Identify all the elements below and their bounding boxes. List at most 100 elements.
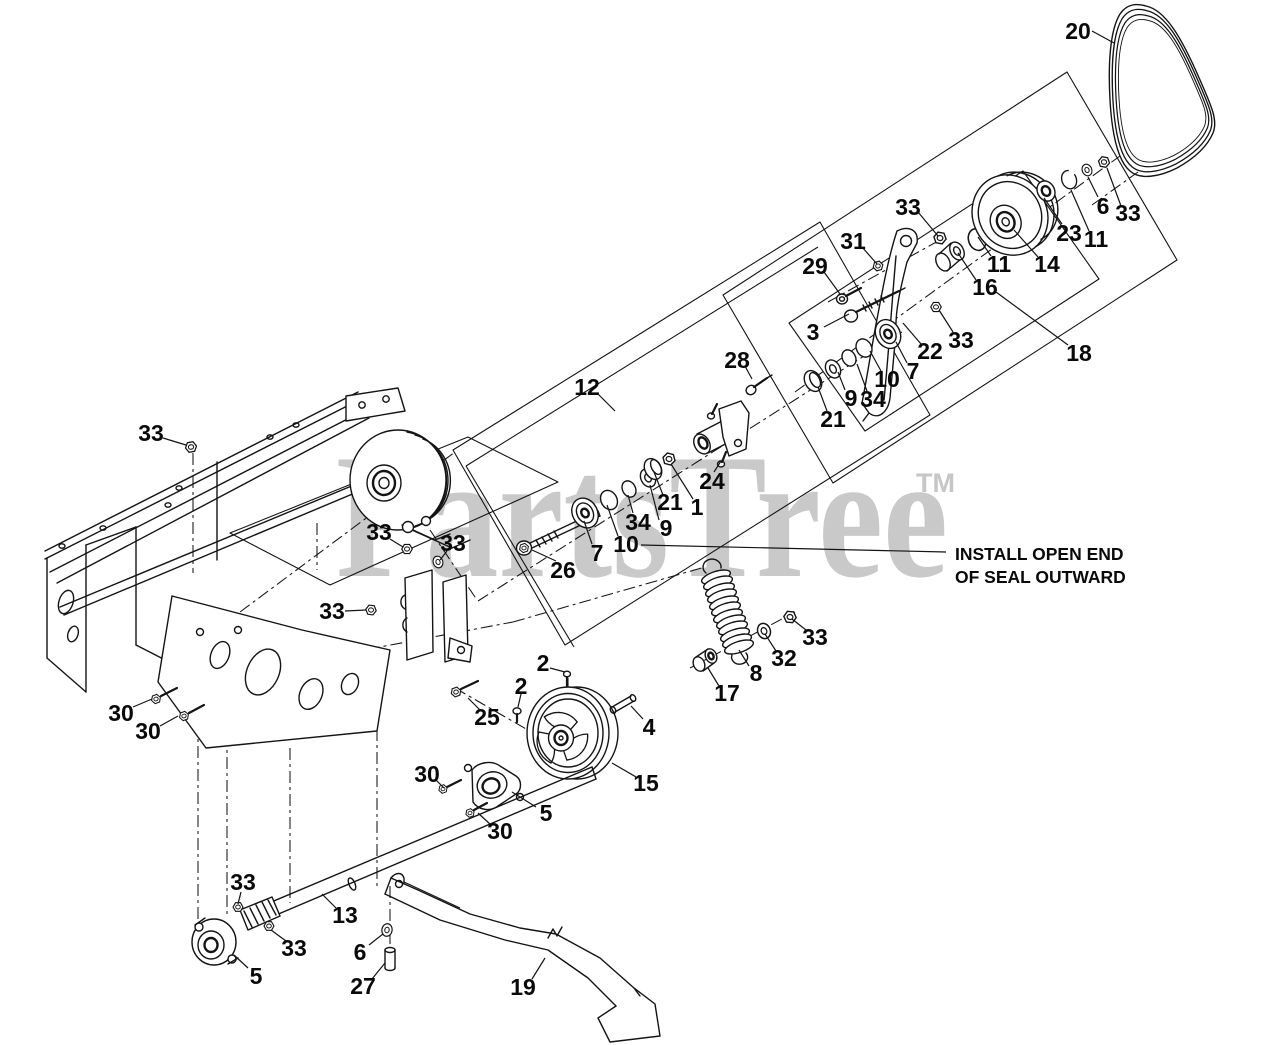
- leader-line-33: [389, 538, 404, 548]
- leader-line-9: [837, 371, 846, 391]
- leader-line-19: [531, 957, 546, 980]
- leader-line-24: [713, 460, 722, 473]
- leader-line-34: [627, 494, 634, 514]
- leader-line-33: [917, 211, 939, 237]
- leader-line-33: [1106, 167, 1122, 207]
- callout-28-15: 28: [724, 347, 750, 373]
- leader-line-29: [823, 271, 841, 295]
- callout-30-46: 30: [487, 818, 513, 844]
- leader-line-21: [653, 471, 664, 496]
- callout-22-12: 22: [917, 338, 943, 364]
- callout-20-0: 20: [1065, 18, 1091, 44]
- leader-line-28: [744, 365, 753, 380]
- phantom-boxes: [452, 71, 1178, 648]
- idler-arm-assembly: [693, 155, 1111, 468]
- callout-8-42: 8: [750, 660, 763, 686]
- callout-14-5: 14: [1034, 251, 1060, 277]
- clutch: [349, 429, 452, 541]
- callout-34-27: 34: [860, 386, 886, 412]
- callout-2-38: 2: [515, 673, 528, 699]
- leader-line-27: [371, 962, 386, 980]
- callout-10-26: 10: [874, 366, 900, 392]
- callout-33-30: 33: [138, 420, 164, 446]
- note-line-1: INSTALL OPEN END: [955, 544, 1124, 564]
- idler-pulley-assembly: [437, 670, 637, 819]
- leader-line-33: [237, 891, 242, 905]
- callout-33-32: 33: [440, 530, 466, 556]
- leader-line-21: [817, 386, 828, 412]
- leader-line-25: [467, 697, 481, 711]
- leader-line-5: [233, 954, 249, 969]
- leader-line-33: [162, 437, 187, 446]
- leader-line-2: [517, 693, 522, 708]
- shaft-and-guide: [191, 766, 661, 1043]
- callout-5-51: 5: [250, 963, 263, 989]
- leader-line-33: [938, 309, 954, 333]
- leader-line-8: [738, 649, 750, 667]
- leader-line-31: [861, 246, 878, 265]
- leader-line-33: [270, 929, 287, 942]
- callout-5-47: 5: [540, 800, 553, 826]
- leader-line-23: [1043, 197, 1063, 225]
- callout-30-35: 30: [135, 718, 161, 744]
- callout-6-2: 6: [1097, 193, 1110, 219]
- leader-line-6: [368, 933, 384, 946]
- leader-line-17: [707, 667, 720, 687]
- leader-line-5: [511, 791, 537, 808]
- callout-29-10: 29: [802, 253, 828, 279]
- callout-33-44: 33: [802, 624, 828, 650]
- leader-line-1: [670, 463, 694, 500]
- callout-6-52: 6: [354, 939, 367, 965]
- callout-11-4: 11: [1084, 226, 1109, 252]
- leader-line-16: [957, 252, 977, 281]
- leader-line-33: [791, 618, 807, 631]
- leader-line-13: [321, 893, 337, 909]
- callout-7-18: 7: [591, 540, 604, 566]
- callout-16-7: 16: [972, 274, 998, 300]
- belt: [1108, 3, 1216, 178]
- leader-line-10: [640, 544, 947, 553]
- callout-2-37: 2: [537, 650, 550, 676]
- leader-line-15: [611, 762, 637, 778]
- callout-10-19: 10: [613, 531, 639, 557]
- leader-line-11: [977, 236, 992, 257]
- leader-line-30: [435, 779, 445, 789]
- leader-line-4: [630, 705, 644, 720]
- watermark-tm: TM: [916, 468, 955, 498]
- frame: [44, 387, 559, 749]
- leader-line-3: [823, 313, 850, 328]
- callout-21-29: 21: [820, 406, 846, 432]
- leader-line-6: [1087, 176, 1099, 198]
- callout-34-20: 34: [625, 509, 651, 535]
- callout-18-14: 18: [1066, 340, 1092, 366]
- leader-line-2: [549, 667, 566, 673]
- callout-11-6: 11: [987, 251, 1012, 277]
- callout-30-34: 30: [108, 700, 134, 726]
- callout-12-16: 12: [574, 374, 600, 400]
- leader-line-7: [583, 520, 593, 545]
- leader-line-9: [649, 484, 660, 521]
- callout-33-1: 33: [1115, 200, 1141, 226]
- leader-line-30: [159, 715, 179, 727]
- callout-30-45: 30: [414, 761, 440, 787]
- leader-line-7: [895, 341, 908, 364]
- callout-33-50: 33: [281, 935, 307, 961]
- leader-line-14: [1013, 229, 1039, 258]
- callout-27-53: 27: [350, 973, 376, 999]
- leader-line-12: [596, 392, 616, 412]
- leader-line-34: [856, 363, 868, 392]
- leader-line-33: [439, 550, 448, 561]
- leader-line-20: [1091, 30, 1115, 44]
- leader-line-30: [132, 698, 153, 708]
- left-hardware: [149, 440, 446, 722]
- callout-13-49: 13: [332, 902, 358, 928]
- callout-31-9: 31: [840, 228, 866, 254]
- callout-26-17: 26: [550, 557, 576, 583]
- callout-15-40: 15: [633, 770, 659, 796]
- callout-33-33: 33: [319, 598, 345, 624]
- leader-line-10: [869, 350, 882, 372]
- callout-33-13: 33: [948, 327, 974, 353]
- leader-line-33: [344, 609, 367, 612]
- callout-25-36: 25: [474, 704, 500, 730]
